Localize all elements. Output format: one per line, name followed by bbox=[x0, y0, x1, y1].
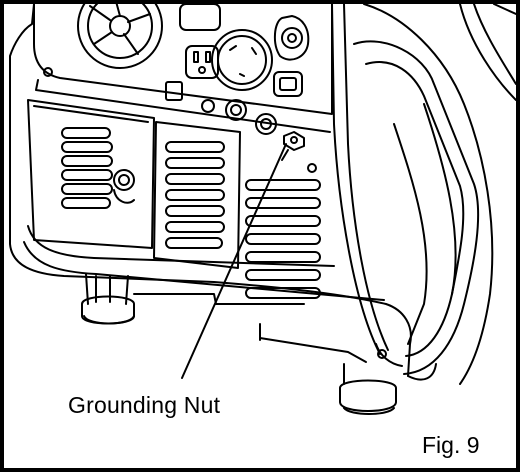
left-vent-panel bbox=[27, 99, 155, 249]
control-panel-outline bbox=[33, 4, 333, 115]
dc-outlet-cap-icon bbox=[273, 15, 310, 97]
left-foot bbox=[81, 273, 305, 325]
switch-icon bbox=[165, 81, 183, 101]
base-lower-curve bbox=[23, 241, 385, 301]
twist-lock-outlet-icon bbox=[211, 29, 273, 91]
center-vent-panel bbox=[153, 121, 241, 269]
wheel-icon bbox=[77, 4, 163, 69]
callout-label: Grounding Nut bbox=[68, 392, 221, 418]
right-vent bbox=[245, 179, 321, 299]
figure-label: Fig. 9 bbox=[422, 432, 480, 458]
right-foot bbox=[259, 323, 397, 415]
outlet-icon bbox=[179, 4, 221, 79]
grounding-nut-icon bbox=[281, 131, 305, 161]
generator-illustration bbox=[9, 4, 516, 415]
panel-knob-icon bbox=[113, 169, 135, 191]
side-housing bbox=[331, 4, 516, 385]
parallel-terminal-icon bbox=[201, 99, 277, 135]
callout-leader-line bbox=[181, 143, 287, 379]
